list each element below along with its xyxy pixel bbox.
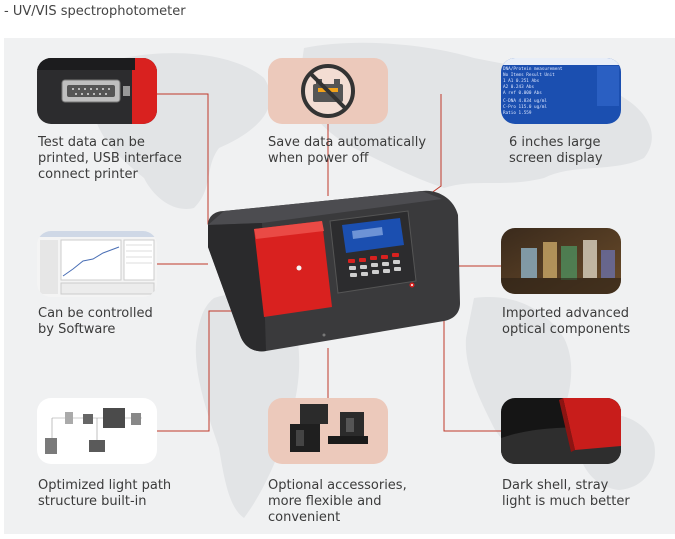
optical-filters-icon xyxy=(501,228,621,294)
feature-text-print: Test data can be printed, USB interface … xyxy=(38,135,182,182)
screen-row: C-Pro 115.0 ug/ml xyxy=(503,104,547,110)
thumb-light-path xyxy=(37,398,157,464)
feature-text-optics: Imported advanced optical components xyxy=(502,306,631,337)
thumb-lcd-screen: DNA/Protein measurement No Items Result … xyxy=(501,58,621,124)
software-chart-icon xyxy=(37,231,157,297)
screen-row: C-DNA 4.834 ug/ml xyxy=(503,98,547,104)
no-battery-icon xyxy=(268,58,388,124)
dark-shell-icon xyxy=(501,398,621,464)
feature-text-software: Can be controlled by Software xyxy=(38,306,153,337)
screen-header: DNA/Protein measurement xyxy=(503,66,563,72)
feature-text-screen: 6 inches large screen display xyxy=(509,135,603,166)
feature-text-lightpath: Optimized light path structure built-in xyxy=(38,478,172,509)
page-title: - UV/VIS spectrophotometer xyxy=(4,4,186,19)
screen-row: A ref 0.000 Abs xyxy=(503,90,542,96)
screen-columns: No Items Result Unit xyxy=(503,72,555,78)
thumb-software xyxy=(37,231,157,297)
thumb-accessories xyxy=(268,398,388,464)
feature-infographic: Test data can be printed, USB interface … xyxy=(4,38,675,534)
screen-row: A2 0.243 Abs xyxy=(503,84,534,90)
feature-text-save: Save data automatically when power off xyxy=(268,135,427,166)
feature-text-shell: Dark shell, stray light is much better xyxy=(502,478,630,509)
lcd-screen-icon: DNA/Protein measurement No Items Result … xyxy=(501,58,621,124)
printer-port-icon xyxy=(37,58,157,124)
spectrophotometer-device xyxy=(208,190,460,352)
thumb-printer-port xyxy=(37,58,157,124)
screen-row: 1 A1 0.251 Abs xyxy=(503,78,540,84)
thumb-dark-shell xyxy=(501,398,621,464)
lid-marker xyxy=(296,265,302,271)
thumb-optical-components xyxy=(501,228,621,294)
feature-text-accessories: Optional accessories, more flexible and … xyxy=(268,478,407,525)
light-path-diagram-icon xyxy=(37,398,157,464)
screen-row: Ratio 1.559 xyxy=(503,110,532,116)
thumb-no-battery xyxy=(268,58,388,124)
cuvette-holder-icon xyxy=(268,398,388,464)
